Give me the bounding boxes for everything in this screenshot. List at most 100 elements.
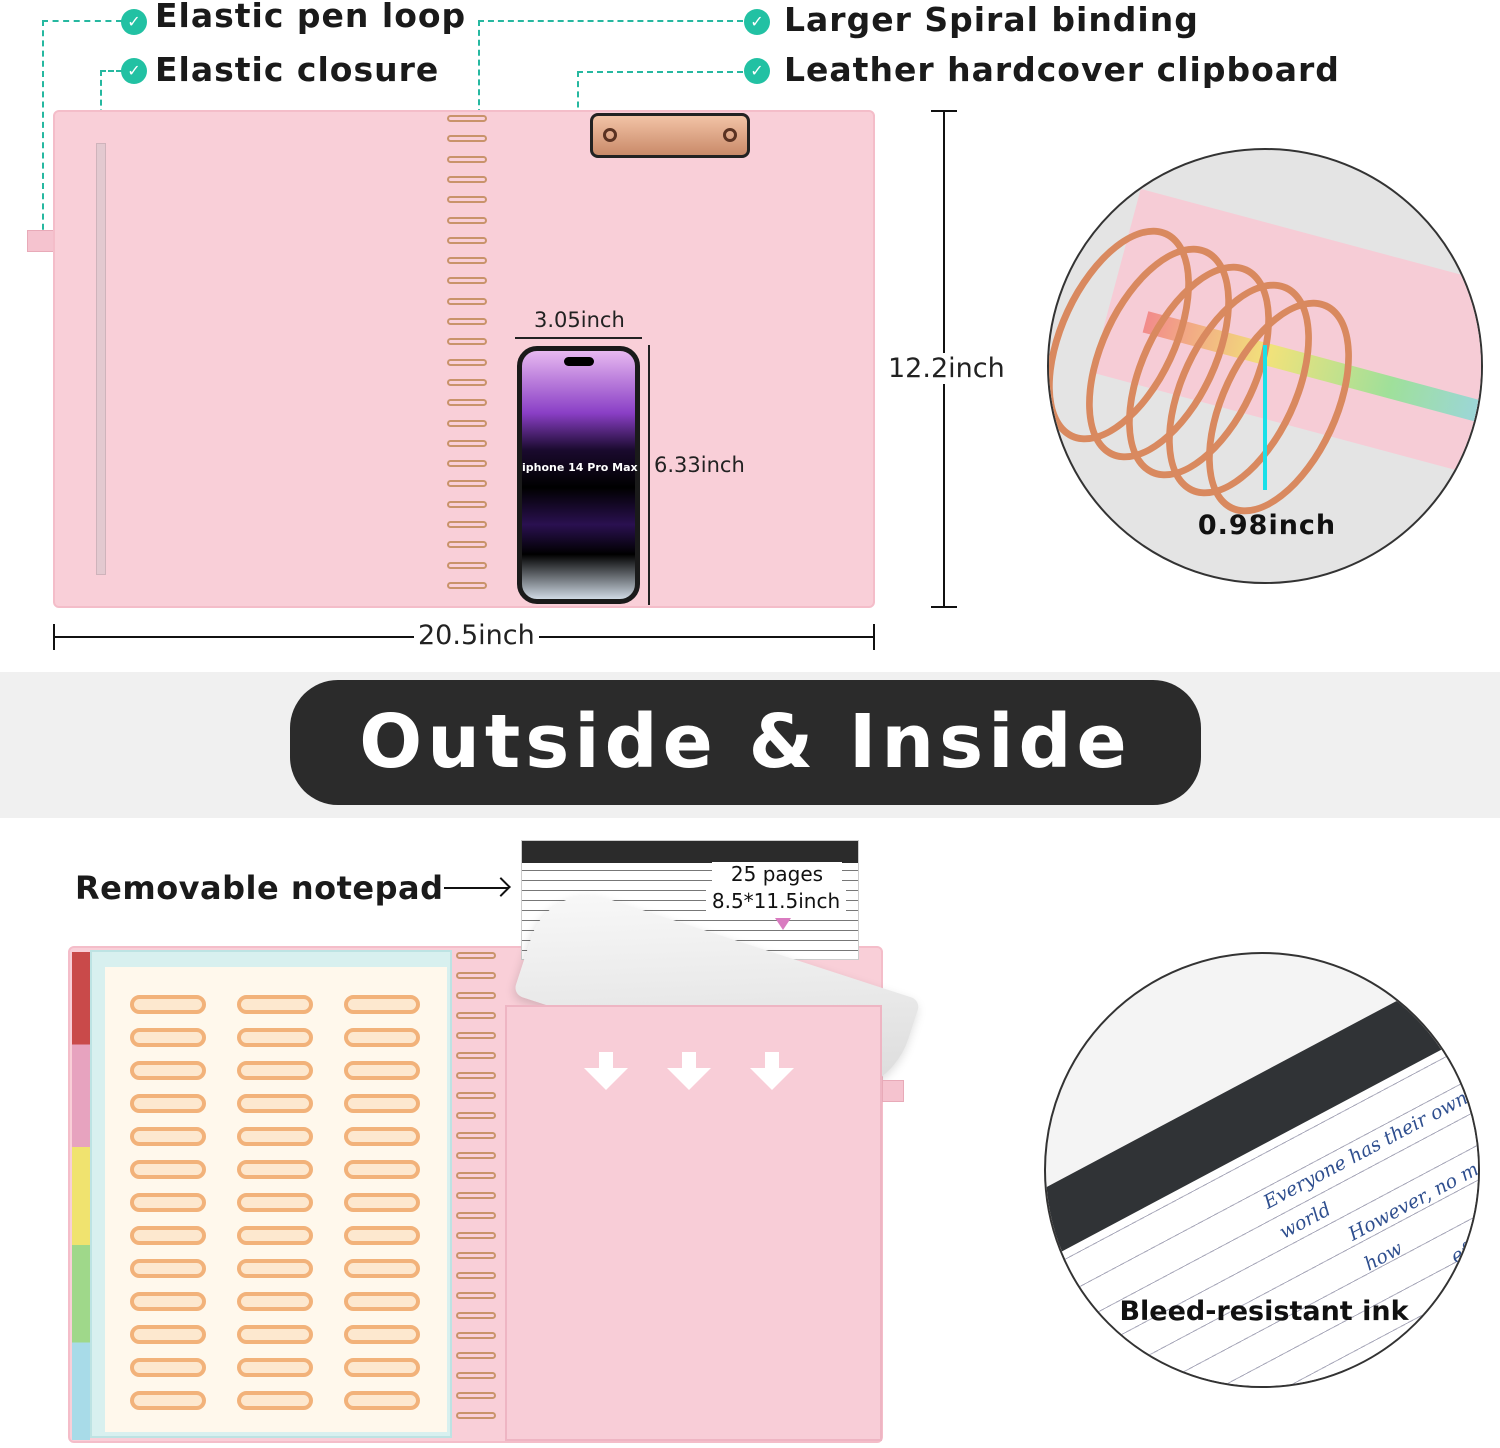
spiral-ring (456, 1152, 496, 1159)
spiral-ring (447, 216, 487, 224)
ring-size-arrow (1263, 345, 1267, 490)
phone: iphone 14 Pro Max (517, 346, 640, 604)
sticker (237, 1127, 313, 1146)
sticker (237, 1094, 313, 1113)
sticker (130, 1127, 206, 1146)
spiral-ring (447, 581, 487, 589)
sticker (130, 1391, 206, 1410)
width-label: 20.5inch (414, 620, 539, 651)
spiral-ring (447, 196, 487, 204)
sticker (130, 1028, 206, 1047)
height-label: 12.2inch (884, 353, 1009, 384)
spiral-ring (456, 972, 496, 979)
sticker (237, 1193, 313, 1212)
spiral-ring (447, 521, 487, 528)
spiral-ring (447, 115, 487, 122)
sticker (237, 1358, 313, 1377)
spiral-ring (447, 257, 487, 265)
spiral-ring (447, 277, 487, 285)
spiral-ring (456, 1012, 496, 1019)
clipboard-clip (590, 113, 750, 158)
callout-clipboard: Leather hardcover clipboard (784, 50, 1340, 89)
spiral-ring (456, 1272, 496, 1279)
sticker (130, 1226, 206, 1245)
spiral-ring (456, 952, 496, 959)
sticker (130, 1160, 206, 1179)
sticker (344, 1358, 420, 1377)
sticker (237, 1259, 313, 1278)
check-icon: ✓ (121, 9, 147, 35)
spiral-ring (456, 1192, 496, 1199)
phone-height-label: 6.33inch (654, 453, 745, 477)
sticker (344, 1226, 420, 1245)
divider-tabs (72, 952, 90, 1440)
spiral-ring (456, 1132, 496, 1139)
spiral-ring (447, 419, 487, 427)
spiral-ring (447, 541, 487, 549)
spiral-ring (456, 1072, 496, 1079)
sticker (130, 1193, 206, 1212)
sticker (237, 1028, 313, 1047)
sticker (237, 1061, 313, 1080)
sticker (344, 1259, 420, 1278)
spiral-ring (447, 399, 487, 407)
spiral-ring (456, 1232, 496, 1239)
spiral-ring (456, 1352, 496, 1359)
ink-label: Bleed-resistant ink (1119, 1296, 1409, 1327)
sticker (130, 1358, 206, 1377)
sticker (237, 1292, 313, 1311)
sticker (130, 1094, 206, 1113)
sticker (344, 995, 420, 1014)
spiral-ring (447, 318, 487, 325)
sticker (130, 1259, 206, 1278)
elastic-closure-tab (27, 230, 55, 252)
pen-loop (96, 143, 106, 575)
sticker (130, 995, 206, 1014)
sticker (344, 1094, 420, 1113)
spiral-ring (456, 1172, 496, 1179)
spiral-ring (456, 1292, 496, 1299)
sticker (344, 1325, 420, 1344)
spiral-ring (447, 460, 487, 468)
spiral-binding (447, 115, 487, 605)
spiral-ring (447, 561, 487, 569)
spiral-ring (447, 175, 487, 183)
sticker (237, 1160, 313, 1179)
sticker (130, 1061, 206, 1080)
sticker (344, 1028, 420, 1047)
ink-closeup: Everyone has their own world However, no… (1044, 952, 1480, 1388)
spiral-ring (447, 338, 487, 346)
spiral-ring (456, 1252, 496, 1259)
sticker (344, 1127, 420, 1146)
callout-spiral: Larger Spiral binding (784, 0, 1199, 39)
ring-size-label: 0.98inch (1197, 510, 1337, 541)
spiral-ring (456, 1052, 496, 1059)
phone-model: iphone 14 Pro Max (522, 461, 638, 474)
arrow-right-icon (444, 887, 508, 889)
spiral-ring (447, 378, 487, 386)
pages-label: 25 pages (712, 862, 842, 886)
callout-line (42, 20, 122, 240)
spiral-ring (447, 297, 487, 305)
phone-height-line (648, 345, 650, 605)
spiral-ring (447, 155, 487, 163)
check-icon: ✓ (744, 9, 770, 35)
spiral-closeup: 0.98inch (1047, 148, 1483, 584)
spiral-ring (456, 1092, 496, 1099)
spiral-ring (456, 1212, 496, 1219)
sticker (344, 1193, 420, 1212)
sticker (344, 1391, 420, 1410)
sticker (344, 1061, 420, 1080)
sticker (237, 995, 313, 1014)
banner-pill: Outside & Inside (290, 680, 1201, 805)
check-icon: ✓ (744, 58, 770, 84)
spiral-ring (456, 1412, 496, 1419)
sticker (130, 1292, 206, 1311)
spiral-ring (456, 1392, 496, 1399)
banner-title: Outside & Inside (359, 699, 1132, 785)
spiral-ring (447, 236, 487, 244)
check-icon: ✓ (121, 58, 147, 84)
phone-width-line (515, 337, 642, 339)
sticker (237, 1391, 313, 1410)
spiral-ring (447, 480, 487, 488)
